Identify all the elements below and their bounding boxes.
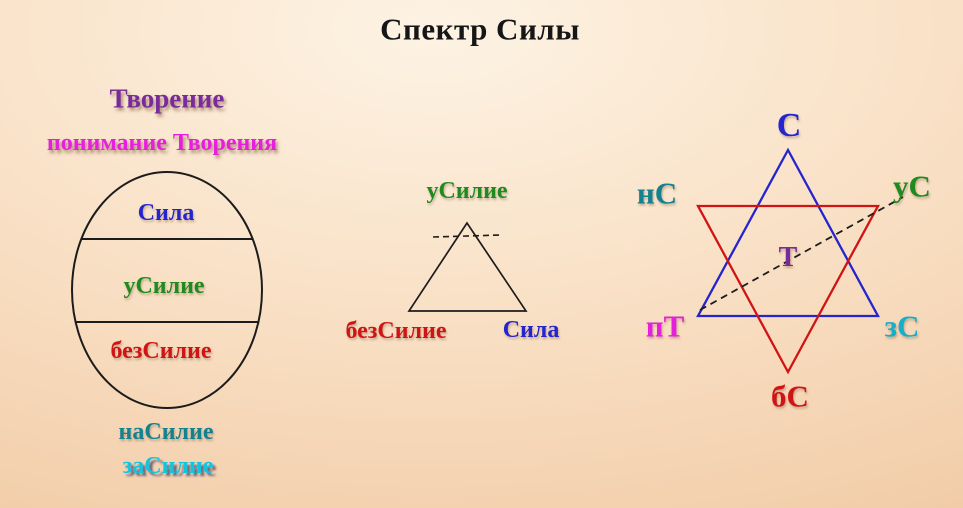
label-star-bs: бС <box>771 378 809 414</box>
triangle-dashed-line <box>432 234 502 238</box>
page-title: Спектр Силы <box>380 11 580 47</box>
label-oval-bezsilie: безСилие <box>110 338 212 364</box>
label-star-us: уС <box>893 168 931 204</box>
label-oval-usilie: уСилие <box>123 273 205 299</box>
label-understanding-creation: понимание Творения <box>46 130 278 156</box>
label-star-t: Т <box>778 242 798 273</box>
label-nasilie: наСилие <box>118 419 214 445</box>
label-triangle-bezsilie: безСилие <box>345 318 447 344</box>
label-creation: Творение <box>109 83 225 114</box>
label-star-zs: зС <box>884 308 920 344</box>
star-up-triangle <box>696 147 880 318</box>
label-star-s: С <box>776 107 802 144</box>
star-down-triangle <box>696 204 880 375</box>
label-triangle-usilie: уСилие <box>426 178 508 204</box>
label-oval-sila: Сила <box>137 200 195 226</box>
triangle-shape <box>407 221 528 312</box>
star-dashed-diagonal <box>699 196 904 311</box>
label-zasilie: заСилие <box>122 453 214 479</box>
label-triangle-sila: Сила <box>502 317 560 343</box>
oval-shape <box>71 171 263 409</box>
label-star-ns: нС <box>636 175 678 211</box>
label-star-pt: пТ <box>645 308 685 344</box>
